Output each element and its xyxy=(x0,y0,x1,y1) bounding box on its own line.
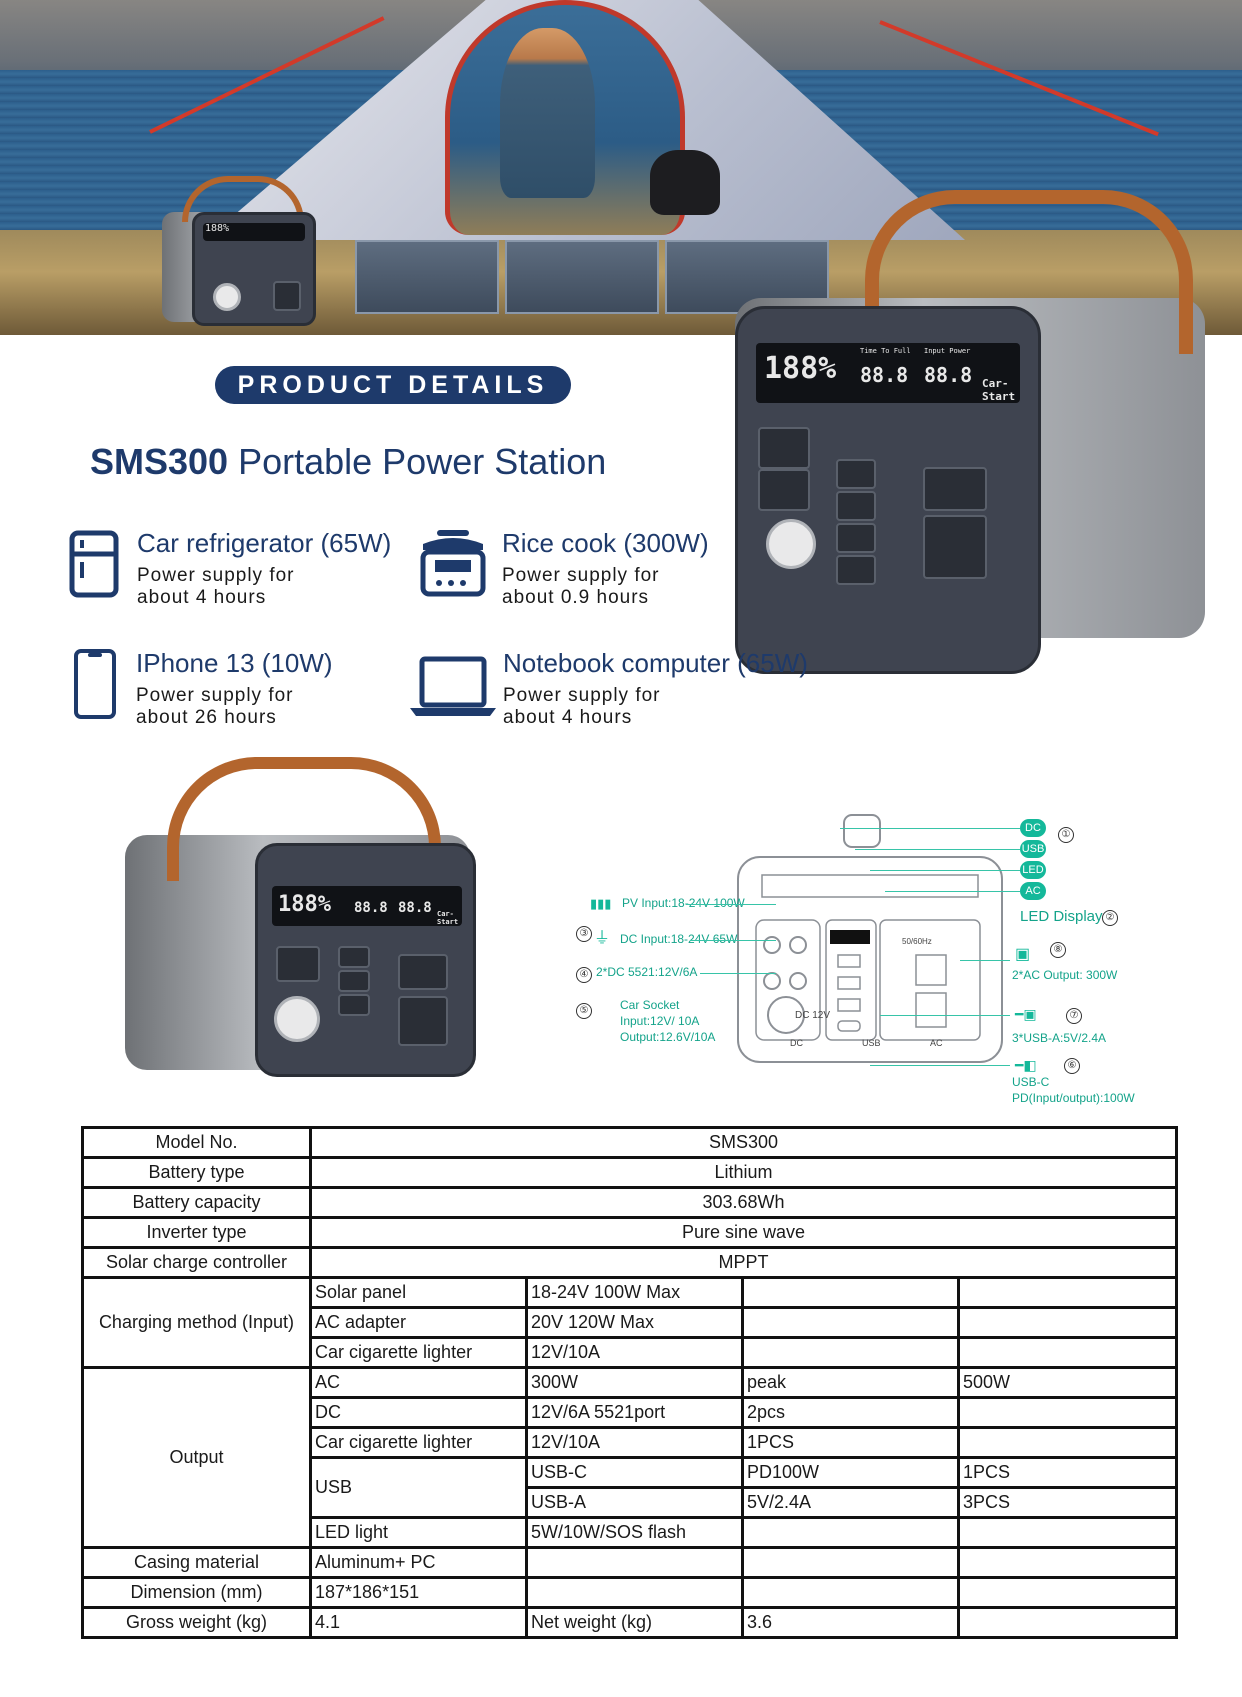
fridge-icon xyxy=(69,530,119,598)
dog xyxy=(650,150,720,215)
usb-a-icon: ━▣ xyxy=(1015,1006,1037,1022)
feature-notebook: Notebook computer (65W) Power supply for… xyxy=(503,648,808,728)
port-label: AC xyxy=(930,1038,943,1048)
table-row: Charging method (Input) Solar panel 18-2… xyxy=(81,1276,1179,1369)
lcd-display: 188% 88.8 88.8 Time To Full Input Power … xyxy=(756,343,1020,403)
car-socket-input: Input:12V/ 10A xyxy=(620,1014,700,1028)
dc-output-label: 2*DC 5521:12V/6A xyxy=(596,965,698,979)
spec-table: Model No. SMS300 Battery type Lithium Ba… xyxy=(81,1126,1179,1639)
ac-output-label: 2*AC Output: 300W xyxy=(1012,968,1118,982)
product-details-badge: PRODUCT DETAILS xyxy=(215,366,571,404)
table-row: Battery capacity 303.68Wh xyxy=(81,1186,1179,1219)
hero-photo: 188% xyxy=(0,0,1242,335)
callout-number: ② xyxy=(1102,910,1118,926)
feature-fridge: Car refrigerator (65W) Power supply for … xyxy=(137,528,392,608)
table-row: AC adapter 20V 120W Max xyxy=(83,1306,1179,1339)
front-panel: 188% 88.8 88.8 Time To Full Input Power … xyxy=(735,306,1041,674)
car-socket-label: Car Socket xyxy=(620,998,680,1012)
table-row: LED light 5W/10W/SOS flash xyxy=(83,1516,1179,1549)
table-row: Car cigarette lighter 12V/10A xyxy=(83,1336,1179,1369)
phone-icon xyxy=(74,649,116,719)
usb-c-label: USB-C xyxy=(1012,1075,1050,1089)
ac-outlet xyxy=(923,515,987,579)
callout-number: ⑧ xyxy=(1050,942,1066,958)
ac-outlet xyxy=(398,954,448,990)
small-power-station: 188% xyxy=(162,176,316,326)
table-row: Car cigarette lighter 12V/10A 1PCS xyxy=(83,1426,1179,1459)
feature-iphone: IPhone 13 (10W) Power supply for about 2… xyxy=(136,648,333,728)
ac-outlet xyxy=(398,996,448,1046)
person xyxy=(500,28,595,198)
solar-panel xyxy=(505,240,659,314)
usb-c-icon: ━◧ xyxy=(1015,1057,1037,1073)
table-row: Casing material Aluminum+ PC xyxy=(81,1546,1179,1579)
table-row: Model No. SMS300 xyxy=(81,1126,1179,1159)
mid-power-station: 188% 88.8 88.8 Car-Start xyxy=(125,757,476,1077)
port-label: USB xyxy=(862,1038,881,1048)
page-title: SMS300 Portable Power Station xyxy=(90,441,607,482)
usb-c-spec: PD(Input/output):100W xyxy=(1012,1091,1135,1105)
dc-pill: DC xyxy=(1020,819,1046,837)
led-pill: LED xyxy=(1020,861,1046,879)
callout-number: ① xyxy=(1058,827,1074,843)
ac-pill: AC xyxy=(1020,882,1046,900)
solar-panel xyxy=(355,240,499,314)
ac-socket-icon: ▣ xyxy=(1015,946,1031,963)
car-socket xyxy=(766,519,816,569)
feature-rice-cooker: Rice cook (300W) Power supply for about … xyxy=(502,528,709,608)
table-row: Output AC 300W peak 500W xyxy=(81,1366,1179,1549)
usb-a-label: 3*USB-A:5V/2.4A xyxy=(1012,1031,1107,1045)
port-label: DC 12V xyxy=(795,1010,831,1021)
pv-input-label: PV Input:18-24V 100W xyxy=(622,896,745,910)
car-socket-output: Output:12.6V/10A xyxy=(620,1030,716,1044)
table-row: Battery type Lithium xyxy=(81,1156,1179,1189)
table-row: Inverter type Pure sine wave xyxy=(81,1216,1179,1249)
laptop-icon xyxy=(410,656,496,716)
small-lcd: 188% xyxy=(203,223,305,241)
lcd-display: 188% 88.8 88.8 Car-Start xyxy=(272,886,462,926)
ac-outlet xyxy=(923,467,987,511)
table-row: USB USB-C PD100W 1PCS xyxy=(83,1456,1179,1519)
battery-icon: ▮▮▮ xyxy=(590,896,612,911)
table-row: DC 12V/6A 5521port 2pcs xyxy=(83,1396,1179,1429)
port-diagram-outline xyxy=(737,814,1003,1063)
table-row: Gross weight (kg) 4.1 Net weight (kg) 3.… xyxy=(81,1606,1179,1639)
callout-number: ⑤ xyxy=(576,1003,592,1019)
callout-number: ③ xyxy=(576,926,592,942)
callout-number: ④ xyxy=(576,967,592,983)
dc-input-label: DC Input:18-24V 65W xyxy=(620,932,738,946)
large-power-station: 188% 88.8 88.8 Time To Full Input Power … xyxy=(735,190,1205,674)
callout-number: ⑦ xyxy=(1066,1008,1082,1024)
rice-cooker-icon xyxy=(420,530,486,597)
led-display-label: LED Display xyxy=(1020,908,1103,925)
plug-icon: ⏚ xyxy=(594,930,611,947)
table-row: Dimension (mm) 187*186*151 xyxy=(81,1576,1179,1609)
table-row: Solar charge controller MPPT xyxy=(81,1246,1179,1279)
port-label: DC xyxy=(790,1038,803,1048)
table-row: USB-A 5V/2.4A 3PCS xyxy=(83,1486,1179,1519)
port-label: 50/60Hz xyxy=(902,937,932,946)
usb-pill: USB xyxy=(1020,840,1046,858)
callout-number: ⑥ xyxy=(1064,1058,1080,1074)
